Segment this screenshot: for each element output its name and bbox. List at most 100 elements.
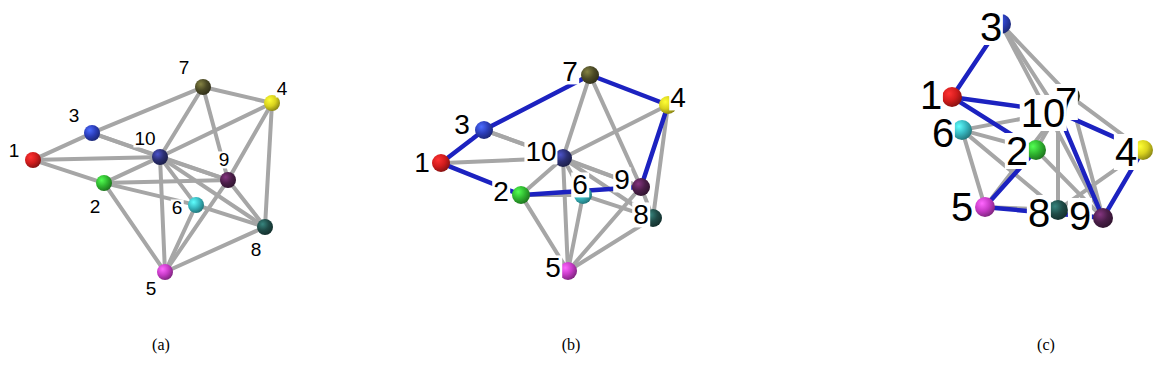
atom-sphere (975, 197, 995, 217)
atom-number: 6 (571, 172, 589, 197)
atom-node: 1 (432, 154, 450, 172)
atom-sphere (1093, 208, 1113, 228)
atom-number: 10 (524, 139, 557, 164)
bond-line (160, 165, 164, 264)
atom-number: 10 (133, 130, 156, 147)
atom-sphere (942, 87, 962, 107)
atom-sphere (25, 152, 41, 168)
atom-ball (25, 152, 41, 168)
bond-line (566, 84, 587, 150)
panel-label: (c) (1037, 336, 1055, 354)
panel-label: (b) (562, 336, 581, 354)
bond-line (574, 194, 635, 264)
bond-line (211, 89, 264, 101)
atom-ball (152, 149, 168, 165)
atom-ball (157, 264, 173, 280)
atom-number: 8 (632, 202, 650, 227)
panel-label: (a) (152, 336, 170, 354)
atom-node: 10 (1048, 102, 1068, 122)
atom-number: 8 (250, 241, 263, 258)
atom-number: 1 (413, 150, 431, 175)
atom-node: 5 (975, 197, 995, 217)
atom-node: 3 (991, 14, 1011, 34)
atom-node: 3 (475, 121, 493, 139)
highlighted-bond (448, 135, 477, 157)
atom-sphere (581, 66, 599, 84)
atom-sphere (632, 178, 650, 196)
atom-node: 8 (644, 209, 662, 227)
atom-number: 3 (68, 107, 81, 124)
atom-ball (975, 197, 995, 217)
atom-number: 2 (1005, 133, 1029, 169)
bond-line (111, 160, 152, 179)
bond-line (576, 223, 646, 266)
atom-sphere (257, 219, 273, 235)
atom-sphere (84, 125, 100, 141)
bond-line (167, 106, 265, 153)
highlighted-bond (492, 79, 582, 126)
bond-line (172, 230, 257, 268)
atom-number: 5 (950, 189, 974, 225)
atom-node: 5 (157, 264, 173, 280)
highlighted-bond (1062, 121, 1099, 209)
atom-node: 7 (195, 79, 211, 95)
atom-node: 10 (152, 149, 168, 165)
atom-ball (475, 121, 493, 139)
atom-node: 2 (512, 186, 530, 204)
atom-node: 1 (942, 87, 962, 107)
atom-node: 1 (25, 152, 41, 168)
atom-node: 8 (257, 219, 273, 235)
bond-line (265, 111, 271, 219)
atom-ball (220, 172, 236, 188)
atom-number: 5 (544, 255, 562, 280)
atom-node: 10 (554, 149, 572, 167)
atom-number: 5 (145, 280, 158, 297)
bond-line (570, 204, 582, 262)
atom-node: 4 (264, 95, 280, 111)
atom-ball (1093, 208, 1113, 228)
bond-line (526, 203, 564, 264)
bond-line (109, 190, 161, 266)
bond-line (571, 109, 660, 154)
atom-number: 3 (979, 9, 1003, 45)
atom-number: 4 (276, 80, 289, 97)
atom-number: 8 (1027, 195, 1051, 231)
atom-node: 9 (220, 172, 236, 188)
atom-ball (432, 154, 450, 172)
atom-number: 4 (669, 85, 687, 110)
atom-ball (942, 87, 962, 107)
atom-sphere (157, 264, 173, 280)
highlighted-bond (598, 78, 659, 102)
atom-number: 9 (613, 167, 631, 192)
atom-ball (581, 66, 599, 84)
atom-node: 4 (1133, 140, 1153, 160)
bond-line (40, 136, 84, 156)
atom-node: 7 (581, 66, 599, 84)
atom-node: 4 (659, 96, 677, 114)
atom-number: 6 (931, 115, 955, 151)
atom-sphere (188, 197, 204, 213)
bond-line (41, 157, 152, 160)
atom-ball (96, 175, 112, 191)
bond-line (1056, 122, 1060, 200)
atom-node: 3 (84, 125, 100, 141)
atom-node: 6 (952, 120, 972, 140)
atom-node: 5 (559, 262, 577, 280)
atom-node: 8 (1048, 200, 1068, 220)
atom-sphere (152, 149, 168, 165)
atom-ball (188, 197, 204, 213)
atom-number: 7 (178, 59, 191, 76)
atom-number: 9 (218, 151, 231, 168)
atom-node: 9 (632, 178, 650, 196)
atom-ball (512, 186, 530, 204)
highlighted-bond (644, 114, 665, 179)
bond-line (167, 161, 259, 222)
atom-number: 3 (453, 112, 471, 137)
bond-line (1006, 33, 1099, 209)
atom-number: 10 (1020, 95, 1067, 131)
atom-ball (632, 178, 650, 196)
bond-line (41, 162, 97, 180)
atom-number: 6 (171, 199, 184, 216)
atom-node: 9 (1093, 208, 1113, 228)
